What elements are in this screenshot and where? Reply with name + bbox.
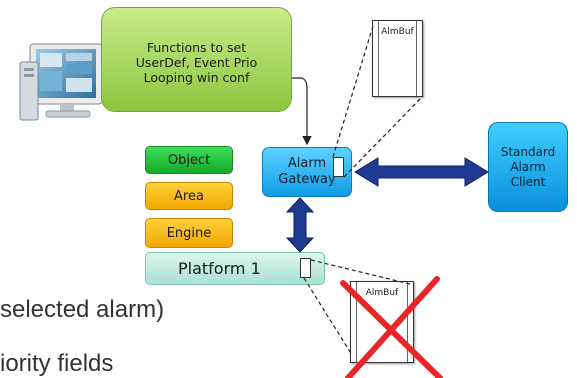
engine-layer: Engine xyxy=(145,218,233,248)
alarm-buffer-bottom: AlmBuf xyxy=(350,281,414,363)
standard-alarm-client-box: Standard Alarm Client xyxy=(488,122,568,212)
gateway-line-2: Gateway xyxy=(278,172,336,187)
functions-line-3: Looping win conf xyxy=(143,70,250,85)
functions-line-2: UserDef, Event Prio xyxy=(135,55,258,70)
gateway-buffer-icon xyxy=(333,157,344,177)
area-layer: Area xyxy=(145,182,233,210)
client-line-1: Standard xyxy=(500,144,556,159)
buffer-bottom-label: AlmBuf xyxy=(365,288,399,298)
gateway-line-1: Alarm xyxy=(287,156,327,171)
buffer-top-label: AlmBuf xyxy=(381,27,414,37)
platform-buffer-icon xyxy=(300,258,311,278)
client-line-2: Alarm xyxy=(510,159,546,174)
client-line-3: Client xyxy=(510,174,546,189)
functions-box: Functions to set UserDef, Event Prio Loo… xyxy=(101,7,292,112)
bottom-text-line-1: selected alarm) xyxy=(0,296,165,323)
alarm-buffer-top: AlmBuf xyxy=(372,20,423,97)
platform-box: Platform 1 xyxy=(145,252,325,285)
functions-line-1: Functions to set xyxy=(146,40,247,55)
object-layer: Object xyxy=(145,146,233,174)
bottom-text-line-2: iority fields xyxy=(0,350,114,377)
